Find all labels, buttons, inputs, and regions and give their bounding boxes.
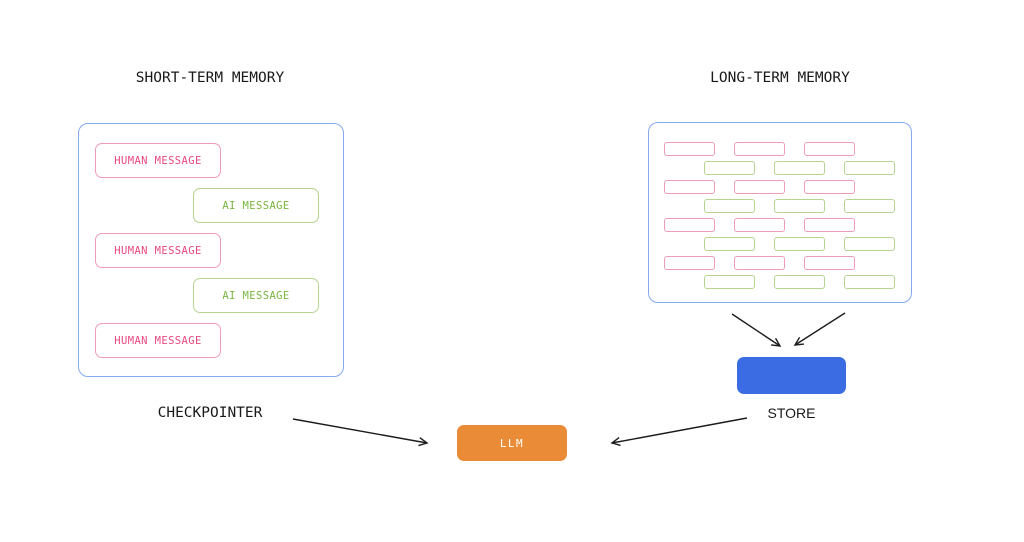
memory-brick-human bbox=[734, 180, 785, 194]
brick-row-human bbox=[664, 142, 911, 156]
long-term-memory-title: LONG-TERM MEMORY bbox=[710, 70, 850, 86]
memory-brick-ai bbox=[704, 237, 755, 251]
memory-brick-human bbox=[734, 256, 785, 270]
brick-row-ai bbox=[704, 275, 911, 289]
human-message-box: HUMAN MESSAGE bbox=[95, 323, 221, 358]
memory-brick-human bbox=[664, 180, 715, 194]
memory-brick-ai bbox=[774, 161, 825, 175]
memory-brick-ai bbox=[704, 275, 755, 289]
memory-brick-human bbox=[804, 256, 855, 270]
short-term-memory-title: SHORT-TERM MEMORY bbox=[135, 70, 285, 86]
memory-brick-human bbox=[734, 218, 785, 232]
brick-row-human bbox=[664, 256, 911, 270]
llm-label: LLM bbox=[499, 436, 525, 450]
ai-message-box: AI MESSAGE bbox=[193, 188, 319, 223]
brick-row-ai bbox=[704, 237, 911, 251]
checkpointer-caption: CHECKPOINTER bbox=[157, 405, 263, 421]
brick-row-human bbox=[664, 218, 911, 232]
memory-brick-human bbox=[804, 218, 855, 232]
memory-brick-ai bbox=[774, 275, 825, 289]
memory-brick-human bbox=[664, 256, 715, 270]
memory-brick-human bbox=[664, 218, 715, 232]
brick-row-human bbox=[664, 180, 911, 194]
brick-row-ai bbox=[704, 161, 911, 175]
short-term-memory-container: HUMAN MESSAGE AI MESSAGE HUMAN MESSAGE AI M… bbox=[78, 123, 344, 377]
short-term-messages: HUMAN MESSAGE AI MESSAGE HUMAN MESSAGE AI M… bbox=[79, 124, 343, 376]
arrow-store-to-llm bbox=[610, 417, 748, 447]
store-box bbox=[737, 357, 846, 394]
memory-brick-human bbox=[804, 142, 855, 156]
llm-box: LLM bbox=[457, 425, 567, 461]
arrow-longterm-to-store-right bbox=[793, 312, 846, 346]
memory-brick-ai bbox=[844, 275, 895, 289]
memory-brick-human bbox=[734, 142, 785, 156]
long-term-memory-container bbox=[648, 122, 912, 303]
memory-brick-ai bbox=[774, 199, 825, 213]
arrow-longterm-to-store-left bbox=[731, 313, 782, 347]
long-term-brick-wall bbox=[649, 123, 911, 302]
memory-brick-ai bbox=[844, 237, 895, 251]
human-message-box: HUMAN MESSAGE bbox=[95, 233, 221, 268]
brick-row-ai bbox=[704, 199, 911, 213]
memory-brick-ai bbox=[704, 199, 755, 213]
memory-brick-ai bbox=[844, 161, 895, 175]
store-caption: STORE bbox=[767, 405, 816, 421]
memory-brick-human bbox=[804, 180, 855, 194]
memory-brick-ai bbox=[844, 199, 895, 213]
human-message-box: HUMAN MESSAGE bbox=[95, 143, 221, 178]
memory-brick-human bbox=[664, 142, 715, 156]
ai-message-box: AI MESSAGE bbox=[193, 278, 319, 313]
memory-brick-ai bbox=[704, 161, 755, 175]
arrow-checkpointer-to-llm bbox=[292, 418, 429, 447]
memory-brick-ai bbox=[774, 237, 825, 251]
